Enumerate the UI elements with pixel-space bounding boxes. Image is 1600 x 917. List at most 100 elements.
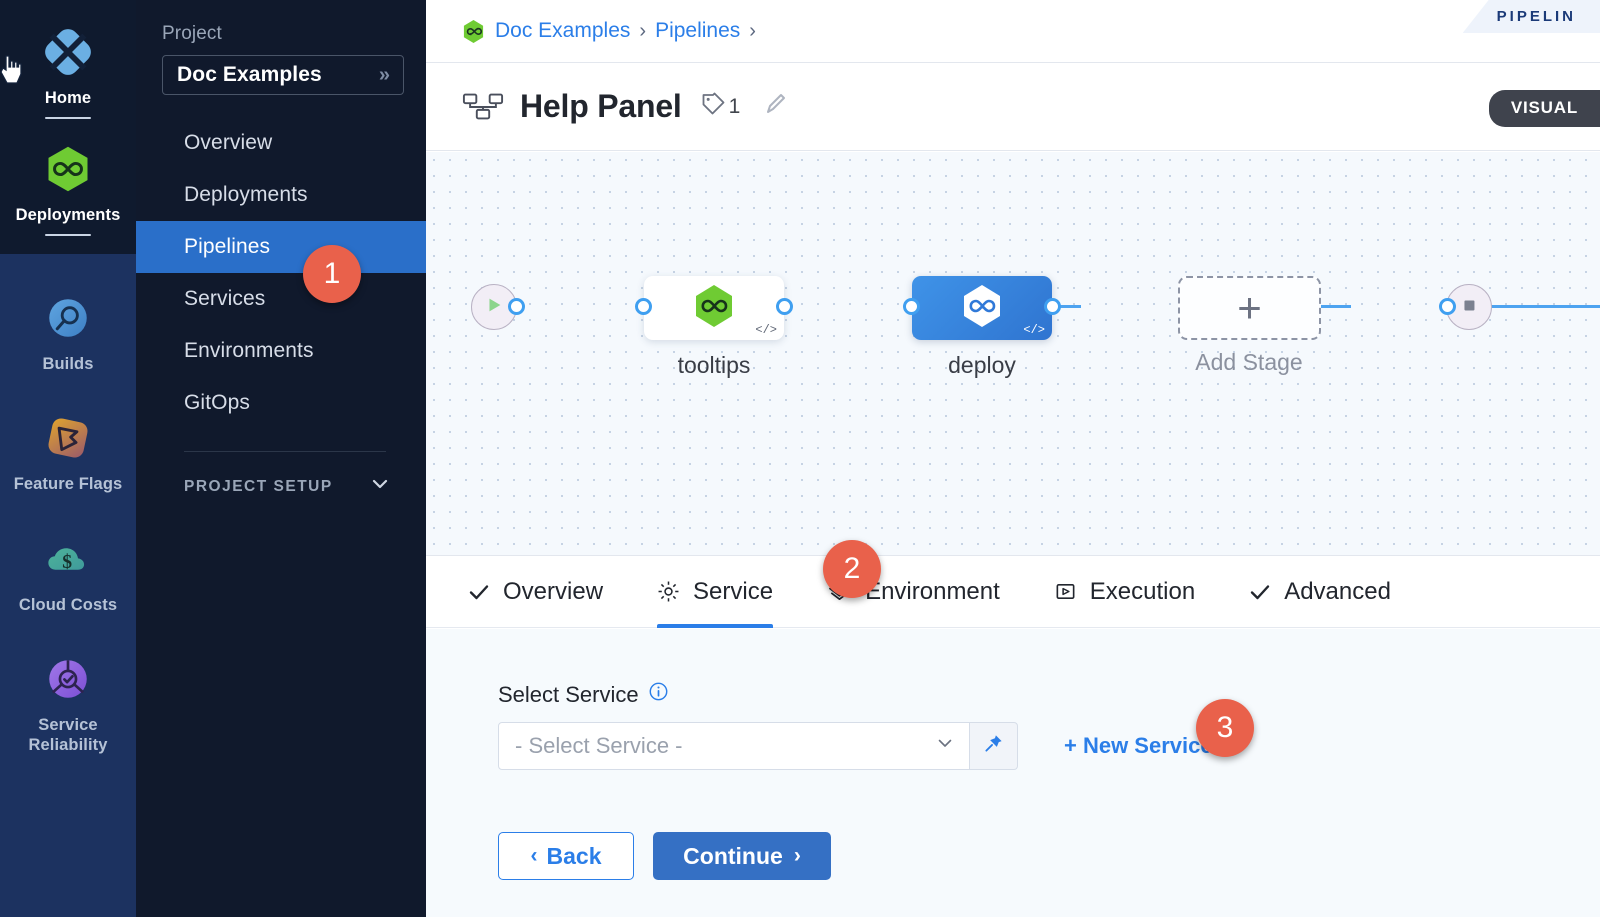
sidebar-item-environments[interactable]: Environments: [184, 339, 314, 362]
breadcrumb-link-pipelines[interactable]: Pipelines: [655, 19, 741, 42]
sidebar-item-gitops[interactable]: GitOps: [184, 391, 250, 414]
cloud-costs-icon: $: [40, 531, 96, 587]
pipeline-port: [776, 298, 793, 315]
pipeline-port: [1044, 298, 1061, 315]
service-form-panel: Select Service - Select Service -: [426, 629, 1600, 917]
rail-item-label: Deployments: [15, 206, 121, 225]
select-service-placeholder: - Select Service -: [515, 733, 683, 758]
rail-item-deployments[interactable]: Deployments: [0, 131, 136, 248]
tab-label: Advanced: [1284, 577, 1391, 605]
rail-bottom-group: Builds Feature Flags: [0, 254, 136, 773]
pencil-icon[interactable]: [762, 91, 788, 122]
pipeline-end-node[interactable]: [1446, 284, 1492, 330]
service-reliability-icon: [40, 651, 96, 707]
tab-service[interactable]: Service: [657, 556, 774, 628]
back-button[interactable]: ‹ Back: [498, 832, 634, 880]
sidebar-item-deployments[interactable]: Deployments: [184, 183, 308, 206]
back-button-label: Back: [546, 842, 602, 869]
new-service-button[interactable]: + New Service: [1064, 733, 1213, 758]
stage-code-badge: </>: [1023, 323, 1045, 337]
pipeline-edge: [1491, 305, 1600, 308]
pipeline-ribbon-label: PIPELIN: [1462, 0, 1600, 33]
breadcrumb-separator: ›: [639, 19, 647, 42]
tag-count: 1: [728, 94, 741, 118]
select-service-row: - Select Service - + New Service: [498, 722, 1600, 770]
pipeline-port: [508, 298, 525, 315]
step-badge-1: 1: [303, 245, 361, 303]
tab-environment[interactable]: Environment: [827, 556, 1000, 628]
project-selector[interactable]: Doc Examples »: [162, 55, 404, 95]
sidebar-project-setup[interactable]: PROJECT SETUP: [136, 474, 426, 499]
tab-execution[interactable]: Execution: [1054, 556, 1195, 628]
chevron-down-icon: [370, 474, 390, 499]
breadcrumb-link-project[interactable]: Doc Examples: [495, 19, 631, 42]
continue-button[interactable]: Continue ›: [653, 832, 831, 880]
pin-icon: [983, 733, 1004, 759]
info-icon[interactable]: [648, 681, 669, 708]
sidebar-item-services[interactable]: Services: [184, 287, 266, 310]
rail-top-group: Home Deployments: [0, 0, 136, 255]
project-selector-name: Doc Examples: [177, 63, 322, 86]
select-service-label: Select Service: [498, 681, 639, 707]
step-badge-2: 2: [823, 540, 881, 598]
pipeline-nodes-icon: [462, 90, 504, 124]
continue-button-label: Continue: [683, 842, 783, 869]
sidebar-item-pipelines[interactable]: Pipelines: [136, 221, 426, 273]
feature-flags-icon: [40, 410, 96, 466]
deployments-hexagon-icon: [692, 283, 736, 334]
tab-label: Environment: [865, 577, 1000, 605]
run-icon: [1054, 580, 1077, 603]
rail-item-label: Builds: [42, 355, 94, 374]
select-service-label-row: Select Service: [498, 681, 1600, 708]
project-nav: Overview Deployments Pipelines Services …: [136, 117, 426, 429]
module-rail: Home Deployments: [0, 0, 136, 917]
pipeline-port: [903, 298, 920, 315]
tab-advanced[interactable]: Advanced: [1249, 556, 1391, 628]
pipeline-port: [635, 298, 652, 315]
breadcrumb-separator: ›: [749, 19, 756, 42]
rail-item-feature-flags[interactable]: Feature Flags: [0, 392, 136, 512]
rail-item-service-reliability[interactable]: Service Reliability: [0, 633, 136, 773]
rail-item-cloud-costs[interactable]: $ Cloud Costs: [0, 513, 136, 633]
rail-active-underline: [45, 234, 91, 237]
form-actions: ‹ Back Continue ›: [498, 832, 1600, 880]
pin-button[interactable]: [970, 722, 1018, 770]
home-diamond-icon: [40, 24, 96, 80]
stop-icon: [1459, 295, 1479, 320]
pipeline-stage-label: tooltips: [677, 352, 751, 378]
tab-overview[interactable]: Overview: [468, 556, 603, 628]
select-service-input[interactable]: - Select Service -: [498, 722, 970, 770]
main-content: Doc Examples › Pipelines › PIPELIN Help …: [426, 0, 1600, 917]
rail-item-label: Feature Flags: [13, 475, 123, 494]
rail-active-underline: [45, 117, 91, 120]
mode-badge-visual[interactable]: VISUAL: [1488, 90, 1600, 127]
breadcrumb: Doc Examples › Pipelines › PIPELIN: [426, 0, 1600, 63]
page-title: Help Panel: [520, 88, 682, 124]
tab-label: Service: [693, 577, 774, 605]
double-chevron-right-icon: »: [378, 63, 390, 86]
add-stage-label: Add Stage: [1195, 349, 1303, 375]
rail-item-label: Service Reliability: [28, 715, 108, 754]
sidebar-divider: [184, 451, 386, 452]
tab-label: Overview: [503, 577, 604, 605]
check-icon: [468, 581, 490, 603]
project-heading: Project: [162, 23, 222, 44]
tag-badge[interactable]: 1: [700, 91, 741, 122]
gear-icon: [657, 580, 680, 603]
sidebar-item-overview[interactable]: Overview: [184, 131, 273, 154]
rail-item-home[interactable]: Home: [0, 14, 136, 131]
chevron-left-icon: ‹: [530, 844, 538, 867]
pipeline-stage-tooltips[interactable]: </>: [644, 276, 784, 340]
pipeline-canvas[interactable]: </> tooltips </> deploy + Ad: [426, 152, 1600, 556]
deployments-hexagon-white-icon: [960, 283, 1004, 334]
pipeline-stage-deploy[interactable]: </>: [912, 276, 1052, 340]
tag-icon: [700, 91, 726, 122]
add-stage-button[interactable]: +: [1178, 276, 1321, 340]
deployments-hexagon-icon: [40, 141, 96, 197]
rail-item-builds[interactable]: Builds: [0, 272, 136, 392]
pipeline-stage-label: deploy: [948, 352, 1016, 378]
pipeline-port: [1439, 298, 1456, 315]
tab-label: Execution: [1089, 577, 1196, 605]
sidebar-project-setup-label: PROJECT SETUP: [184, 477, 333, 495]
